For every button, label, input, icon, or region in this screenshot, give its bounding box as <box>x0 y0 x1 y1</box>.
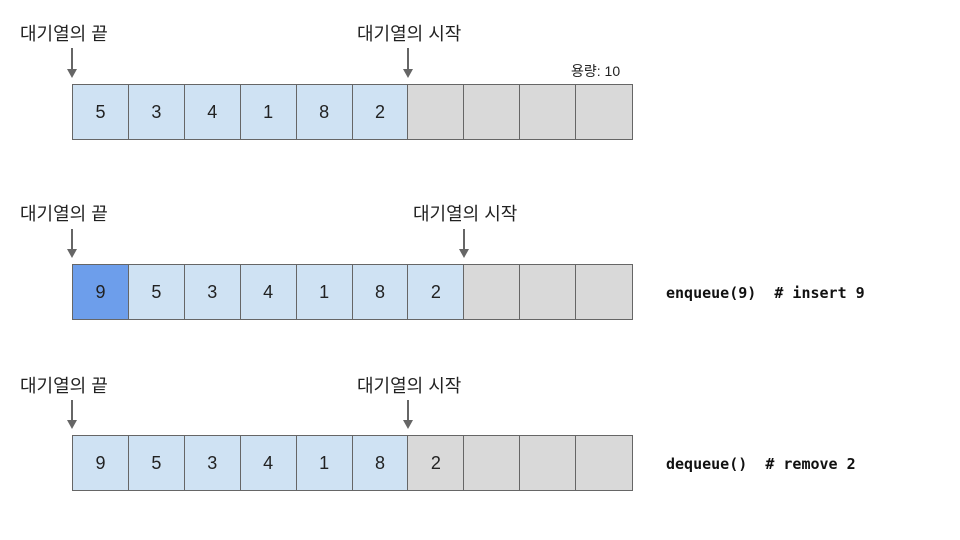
queue-start-label: 대기열의 시작 <box>413 204 518 224</box>
empty-slot <box>464 436 521 490</box>
queue-cell: 8 <box>352 436 409 490</box>
queue-end-label: 대기열의 끝 <box>20 204 108 224</box>
empty-slot <box>464 265 521 319</box>
end-arrow-icon <box>67 229 77 258</box>
queue-cell: 4 <box>184 85 241 139</box>
queue-cell: 4 <box>240 436 297 490</box>
queue-cell: 3 <box>128 85 185 139</box>
queue-cell: 2 <box>352 85 409 139</box>
operation-code: dequeue() # remove 2 <box>666 455 856 473</box>
queue-cell: 8 <box>296 85 353 139</box>
queue-cell: 9 <box>73 265 129 319</box>
empty-slot <box>520 436 577 490</box>
queue-start-label: 대기열의 시작 <box>357 376 462 396</box>
empty-slot: 2 <box>408 436 465 490</box>
queue-cell: 1 <box>296 436 353 490</box>
empty-slot <box>408 85 465 139</box>
empty-slot <box>576 85 633 139</box>
empty-slot <box>576 436 633 490</box>
queue-cell: 2 <box>408 265 465 319</box>
queue-cell: 4 <box>240 265 297 319</box>
queue-cell: 8 <box>352 265 409 319</box>
end-arrow-icon <box>67 400 77 429</box>
queue-cell: 5 <box>73 85 129 139</box>
queue-cell: 3 <box>184 436 241 490</box>
start-arrow-icon <box>403 400 413 429</box>
empty-slot <box>576 265 633 319</box>
queue-end-label: 대기열의 끝 <box>20 376 108 396</box>
queue-end-label: 대기열의 끝 <box>20 24 108 44</box>
queue-cell: 5 <box>128 265 185 319</box>
queue-start-label: 대기열의 시작 <box>357 24 462 44</box>
queue-cell: 9 <box>73 436 129 490</box>
capacity-label: 용량: 10 <box>571 63 621 79</box>
end-arrow-icon <box>67 48 77 78</box>
queue-cell: 1 <box>240 85 297 139</box>
queue-cell: 3 <box>184 265 241 319</box>
start-arrow-icon <box>403 48 413 78</box>
queue-cell: 1 <box>296 265 353 319</box>
queue-cell: 5 <box>128 436 185 490</box>
empty-slot <box>464 85 521 139</box>
empty-slot <box>520 85 577 139</box>
operation-code: enqueue(9) # insert 9 <box>666 284 865 302</box>
empty-slot <box>520 265 577 319</box>
start-arrow-icon <box>459 229 469 258</box>
